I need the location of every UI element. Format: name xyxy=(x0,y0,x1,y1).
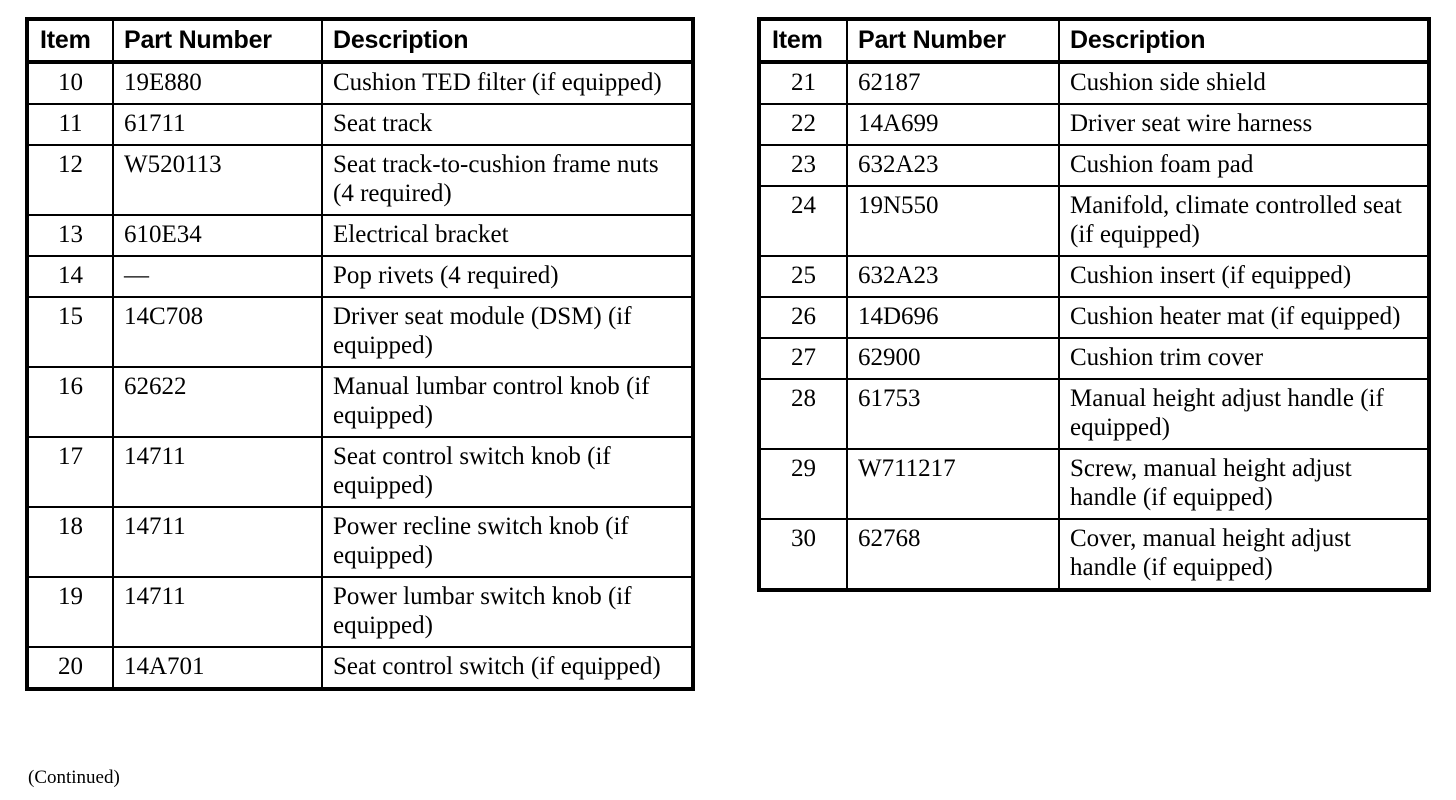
column-header-part-number: Part Number xyxy=(112,18,323,64)
cell-description: Seat control switch knob (if equipped) xyxy=(321,436,694,508)
cell-description: Manifold, climate controlled seat (if eq… xyxy=(1058,185,1430,257)
cell-description: Manual lumbar control knob (if equipped) xyxy=(321,366,694,438)
cell-part-number: 14711 xyxy=(112,436,323,508)
table-header-row: Item Part Number Description xyxy=(758,18,1430,64)
cell-description: Manual height adjust handle (if equipped… xyxy=(1058,378,1430,450)
cell-description: Electrical bracket xyxy=(321,214,694,257)
cell-part-number: 632A23 xyxy=(846,255,1060,298)
cell-description: Seat track xyxy=(321,103,694,146)
cell-part-number: 610E34 xyxy=(112,214,323,257)
cell-part-number: 632A23 xyxy=(846,144,1060,187)
column-header-part-number: Part Number xyxy=(846,18,1060,64)
cell-description: Driver seat wire harness xyxy=(1058,103,1430,146)
cell-part-number: W711217 xyxy=(846,448,1060,520)
cell-item-number: 29 xyxy=(758,448,848,520)
cell-part-number: 14A699 xyxy=(846,103,1060,146)
cell-item-number: 12 xyxy=(26,144,114,216)
cell-item-number: 10 xyxy=(26,61,114,105)
cell-description: Cushion TED filter (if equipped) xyxy=(321,61,694,105)
cell-item-number: 15 xyxy=(26,296,114,368)
cell-part-number: — xyxy=(112,255,323,298)
cell-part-number: 62900 xyxy=(846,337,1060,380)
cell-item-number: 11 xyxy=(26,103,114,146)
column-header-description: Description xyxy=(321,18,694,64)
cell-description: Power lumbar switch knob (if equipped) xyxy=(321,576,694,648)
cell-part-number: 61711 xyxy=(112,103,323,146)
cell-description: Cushion insert (if equipped) xyxy=(1058,255,1430,298)
table-header-row: Item Part Number Description xyxy=(26,18,694,64)
cell-item-number: 28 xyxy=(758,378,848,450)
cell-part-number: 62768 xyxy=(846,518,1060,591)
column-header-item: Item xyxy=(26,18,114,64)
cell-part-number: 62622 xyxy=(112,366,323,438)
cell-description: Cushion foam pad xyxy=(1058,144,1430,187)
cell-item-number: 24 xyxy=(758,185,848,257)
cell-description: Power recline switch knob (if equipped) xyxy=(321,506,694,578)
cell-part-number: 61753 xyxy=(846,378,1060,450)
column-header-item: Item xyxy=(758,18,848,64)
cell-item-number: 25 xyxy=(758,255,848,298)
cell-description: Cushion side shield xyxy=(1058,61,1430,105)
cell-part-number: 19E880 xyxy=(112,61,323,105)
cell-item-number: 21 xyxy=(758,61,848,105)
cell-item-number: 14 xyxy=(26,255,114,298)
cell-part-number: 14D696 xyxy=(846,296,1060,339)
continued-note: (Continued) xyxy=(28,767,120,788)
cell-part-number: 19N550 xyxy=(846,185,1060,257)
cell-description: Cushion trim cover xyxy=(1058,337,1430,380)
cell-item-number: 16 xyxy=(26,366,114,438)
cell-part-number: 14C708 xyxy=(112,296,323,368)
cell-part-number: 14711 xyxy=(112,506,323,578)
cell-part-number: 62187 xyxy=(846,61,1060,105)
cell-item-number: 13 xyxy=(26,214,114,257)
cell-description: Screw, manual height adjust handle (if e… xyxy=(1058,448,1430,520)
cell-item-number: 27 xyxy=(758,337,848,380)
cell-description: Pop rivets (4 required) xyxy=(321,255,694,298)
cell-part-number: 14711 xyxy=(112,576,323,648)
cell-description: Seat control switch (if equipped) xyxy=(321,646,694,690)
cell-item-number: 19 xyxy=(26,576,114,648)
cell-item-number: 22 xyxy=(758,103,848,146)
cell-item-number: 26 xyxy=(758,296,848,339)
cell-item-number: 18 xyxy=(26,506,114,578)
cell-description: Seat track-to-cushion frame nuts (4 requ… xyxy=(321,144,694,216)
cell-description: Driver seat module (DSM) (if equipped) xyxy=(321,296,694,368)
cell-description: Cover, manual height adjust handle (if e… xyxy=(1058,518,1430,591)
cell-item-number: 20 xyxy=(26,646,114,690)
cell-item-number: 30 xyxy=(758,518,848,591)
cell-item-number: 17 xyxy=(26,436,114,508)
column-header-description: Description xyxy=(1058,18,1430,64)
cell-part-number: 14A701 xyxy=(112,646,323,690)
table-row: 14—Pop rivets (4 required) xyxy=(26,255,694,298)
cell-part-number: W520113 xyxy=(112,144,323,216)
cell-item-number: 23 xyxy=(758,144,848,187)
cell-description: Cushion heater mat (if equipped) xyxy=(1058,296,1430,339)
